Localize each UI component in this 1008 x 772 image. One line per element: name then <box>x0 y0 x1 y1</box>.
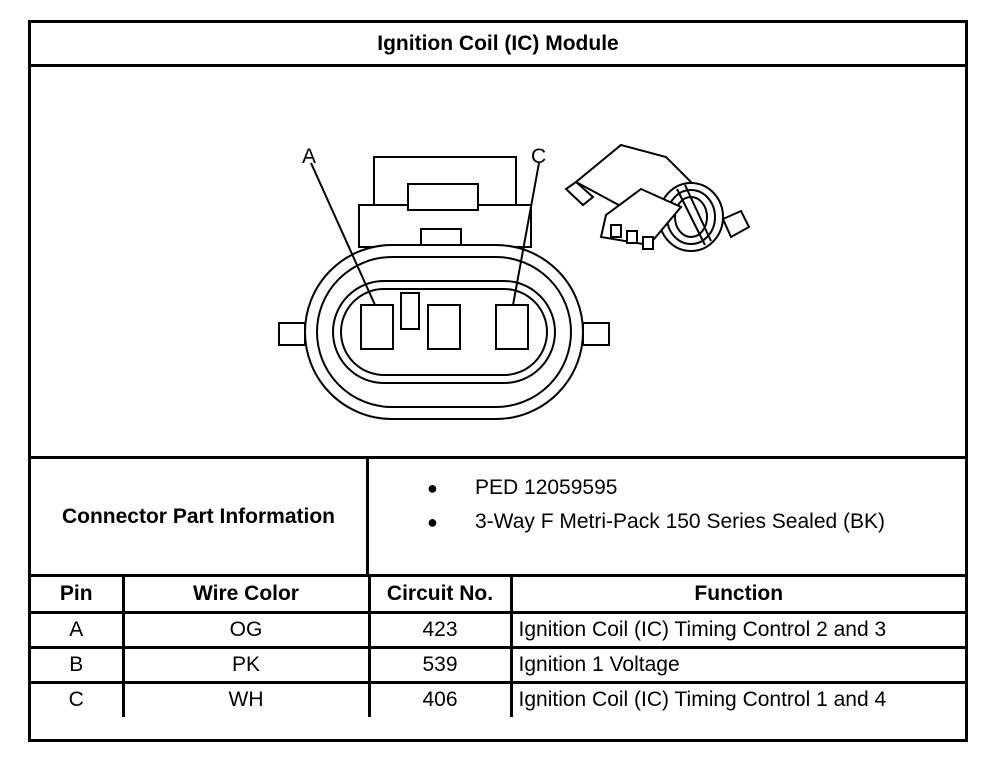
cell-circuit: 539 <box>367 645 513 684</box>
header-wire-color: Wire Color <box>121 577 371 614</box>
table-row: A OG 423 Ignition Coil (IC) Timing Contr… <box>31 610 965 649</box>
connector-diagram: A C <box>278 143 751 420</box>
table-row: B PK 539 Ignition 1 Voltage <box>31 645 965 684</box>
pin-table: Pin Wire Color Circuit No. Function A OG… <box>31 577 965 717</box>
connector-info-row: Connector Part Information ● PED 1205959… <box>31 459 965 577</box>
bullet-icon: ● <box>427 478 438 498</box>
document-title: Ignition Coil (IC) Module <box>31 23 965 67</box>
cell-circuit: 406 <box>367 680 513 717</box>
header-function: Function <box>509 577 965 614</box>
bullet-icon: ● <box>427 512 438 532</box>
table-header-row: Pin Wire Color Circuit No. Function <box>31 577 965 614</box>
header-pin: Pin <box>31 577 125 614</box>
connector-info-item: ● PED 12059595 <box>369 471 965 505</box>
pin-a-label: A <box>302 145 316 168</box>
cell-pin: C <box>31 680 125 717</box>
cell-wire-color: WH <box>121 680 371 717</box>
cell-wire-color: OG <box>121 610 371 649</box>
cell-pin: A <box>31 610 125 649</box>
connector-illustration <box>564 143 751 252</box>
cell-pin: B <box>31 645 125 684</box>
cell-wire-color: PK <box>121 645 371 684</box>
table-row: C WH 406 Ignition Coil (IC) Timing Contr… <box>31 680 965 717</box>
connector-info-text: PED 12059595 <box>475 476 618 499</box>
connector-info-list: ● PED 12059595 ● 3-Way F Metri-Pack 150 … <box>369 459 965 574</box>
connector-info-text: 3-Way F Metri-Pack 150 Series Sealed (BK… <box>475 510 886 533</box>
connector-figure: A C <box>31 67 965 459</box>
connector-info-item: ● 3-Way F Metri-Pack 150 Series Sealed (… <box>369 505 965 539</box>
connector-document: Ignition Coil (IC) Module <box>28 20 968 742</box>
header-circuit: Circuit No. <box>367 577 513 614</box>
cell-circuit: 423 <box>367 610 513 649</box>
cell-function: Ignition 1 Voltage <box>509 645 965 684</box>
cell-function: Ignition Coil (IC) Timing Control 2 and … <box>509 610 965 649</box>
cell-function: Ignition Coil (IC) Timing Control 1 and … <box>509 680 965 717</box>
connector-info-label: Connector Part Information <box>31 459 369 574</box>
pin-c-label: C <box>531 145 546 168</box>
